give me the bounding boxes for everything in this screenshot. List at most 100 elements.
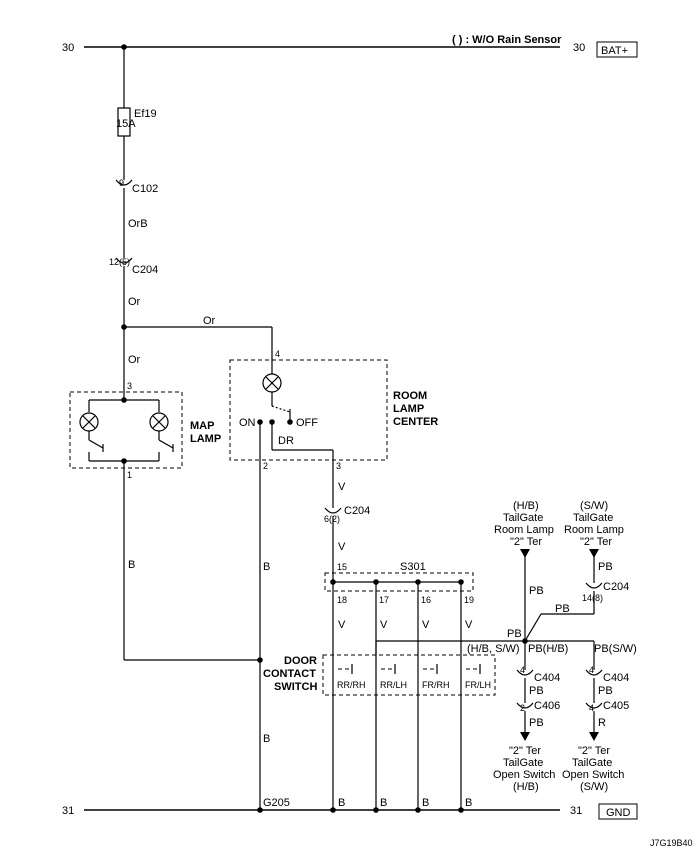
tg-room-hb-line-1: (H/B) <box>513 500 539 512</box>
connector-c204-room <box>324 507 342 514</box>
door-switch-fr-lh: FR/LH <box>465 680 491 690</box>
door-switch-rr-rh: RR/RH <box>337 680 366 690</box>
connector-c406 <box>516 702 534 709</box>
wire-or-3: Or <box>128 354 141 366</box>
map-lamp-bulb-left-icon <box>79 412 99 432</box>
ground-g205-label: G205 <box>263 797 290 809</box>
room-lamp-pin-2: 2 <box>263 461 268 471</box>
wire-b-g4: B <box>465 797 472 809</box>
tg-open-sw-line-3: Open Switch <box>562 769 624 781</box>
tg-open-hb-line-4: (H/B) <box>513 781 539 793</box>
c406-pin: 2 <box>520 703 525 713</box>
wire-pb-hb: PB <box>529 585 544 597</box>
room-lamp-bulb-icon <box>262 373 282 393</box>
tg-room-hb-line-2: TailGate <box>503 512 543 524</box>
wire-pb-sw-branch: PB(S/W) <box>594 643 637 655</box>
map-lamp-title-1: MAP <box>190 420 214 432</box>
c406-label: C406 <box>534 700 560 712</box>
door-contact-switch: DOOR CONTACT SWITCH RR/RH RR/LH FR/RH FR… <box>263 640 525 696</box>
wire-b-g3: B <box>422 797 429 809</box>
splice-pin-16: 16 <box>421 595 431 605</box>
c204-feed-label: C204 <box>132 264 158 276</box>
map-lamp-title-2: LAMP <box>190 433 221 445</box>
room-lamp-title-3: CENTER <box>393 416 438 428</box>
tg-room-sw-line-1: (S/W) <box>580 500 608 512</box>
room-lamp-title-2: LAMP <box>393 403 424 415</box>
wire-v-s4: V <box>465 619 473 631</box>
tg-open-hb-line-1: "2" Ter <box>509 745 541 757</box>
map-lamp-pin-1: 1 <box>127 470 132 480</box>
c404-sw-label: C404 <box>603 672 629 684</box>
tg-open-sw-line-1: "2" Ter <box>578 745 610 757</box>
tg-room-sw-line-2: TailGate <box>573 512 613 524</box>
battery-rail: 30 30 BAT+ ( ) : W/O Rain Sensor <box>62 34 638 58</box>
fuse-feed: Ef19 15A 9 C102 OrB 12(5) C204 Or Or Or <box>109 47 273 400</box>
c204-feed-pin: 12(5) <box>109 257 130 267</box>
connector-c404-hb <box>516 669 534 676</box>
splice-pin-in: 15 <box>337 562 347 572</box>
connector-c204-feed <box>115 257 133 264</box>
room-lamp-center: 4 ON OFF DR 2 3 ROOM LAMP CENTER V 6(2) … <box>229 349 438 810</box>
wire-r-c405: R <box>598 717 606 729</box>
c404-hb-pin: 4 <box>520 665 525 675</box>
wire-dr: DR <box>278 435 294 447</box>
wire-orb: OrB <box>128 218 148 230</box>
tg-room-sw-arrow-icon <box>589 549 599 558</box>
wire-v-s1: V <box>338 619 346 631</box>
map-lamp-pin-3: 3 <box>127 381 132 391</box>
tg-open-sw-line-2: TailGate <box>572 757 612 769</box>
wire-b-map: B <box>128 559 135 571</box>
room-lamp-pin-4: 4 <box>275 349 280 359</box>
wire-hb-sw: (H/B, S/W) <box>467 643 520 655</box>
splice-s301: S301 15 18 17 16 19 V V V V B B B B <box>324 561 474 810</box>
wire-pb-c406: PB <box>529 717 544 729</box>
door-switch-title-3: SWITCH <box>274 681 317 693</box>
wire-v-s3: V <box>422 619 430 631</box>
splice-pin-18: 18 <box>337 595 347 605</box>
tailgate-circuits: PB (H/B, S/W) (H/B) TailGate Room Lamp "… <box>467 500 637 793</box>
bat-plus-box: BAT+ <box>601 45 628 57</box>
map-lamp-bulb-right-icon <box>149 412 169 432</box>
tg-room-hb-arrow-icon <box>520 549 530 558</box>
connector-c404-sw <box>585 669 603 676</box>
figure-code: J7G19B40 <box>650 838 693 848</box>
c204-tailgate-pin: 14(8) <box>582 593 603 603</box>
wire-pb-top: PB <box>507 628 522 640</box>
connector-c102 <box>115 179 133 186</box>
rail-31-left: 31 <box>62 805 74 817</box>
tg-open-hb-line-2: TailGate <box>503 757 543 769</box>
gnd-box: GND <box>606 807 631 819</box>
connector-c405 <box>585 702 603 709</box>
wire-pb-c404b: PB <box>598 685 613 697</box>
wire-b-room: B <box>263 561 270 573</box>
wire-pb-mid: PB <box>555 603 570 615</box>
room-lamp-title-1: ROOM <box>393 390 427 402</box>
c405-pin: 4 <box>589 703 594 713</box>
tg-open-sw-line-4: (S/W) <box>580 781 608 793</box>
door-switch-title-2: CONTACT <box>263 668 316 680</box>
wire-or-1: Or <box>128 296 141 308</box>
rail-30-right: 30 <box>573 42 585 54</box>
door-switch-fr-rh: FR/RH <box>422 680 450 690</box>
splice-pin-17: 17 <box>379 595 389 605</box>
c404-hb-label: C404 <box>534 672 560 684</box>
c102-pin: 9 <box>119 178 124 188</box>
fuse-rating: 15A <box>116 118 136 130</box>
wire-v-s2: V <box>380 619 388 631</box>
door-switch-title-1: DOOR <box>284 655 317 667</box>
tg-room-hb-line-3: Room Lamp <box>494 524 554 536</box>
c405-label: C405 <box>603 700 629 712</box>
tg-room-sw-line-3: Room Lamp <box>564 524 624 536</box>
splice-pin-19: 19 <box>464 595 474 605</box>
rain-sensor-legend: ( ) : W/O Rain Sensor <box>452 34 562 46</box>
wire-b-g2: B <box>380 797 387 809</box>
wire-v-1: V <box>338 481 346 493</box>
tg-open-hb-line-3: Open Switch <box>493 769 555 781</box>
wire-pb-hb-branch: PB(H/B) <box>528 643 568 655</box>
door-switch-rr-lh: RR/LH <box>380 680 407 690</box>
tg-open-hb-arrow-icon <box>520 732 530 741</box>
switch-on-label: ON <box>239 417 256 429</box>
splice-name: S301 <box>400 561 426 573</box>
connector-c204-tailgate <box>585 582 603 589</box>
